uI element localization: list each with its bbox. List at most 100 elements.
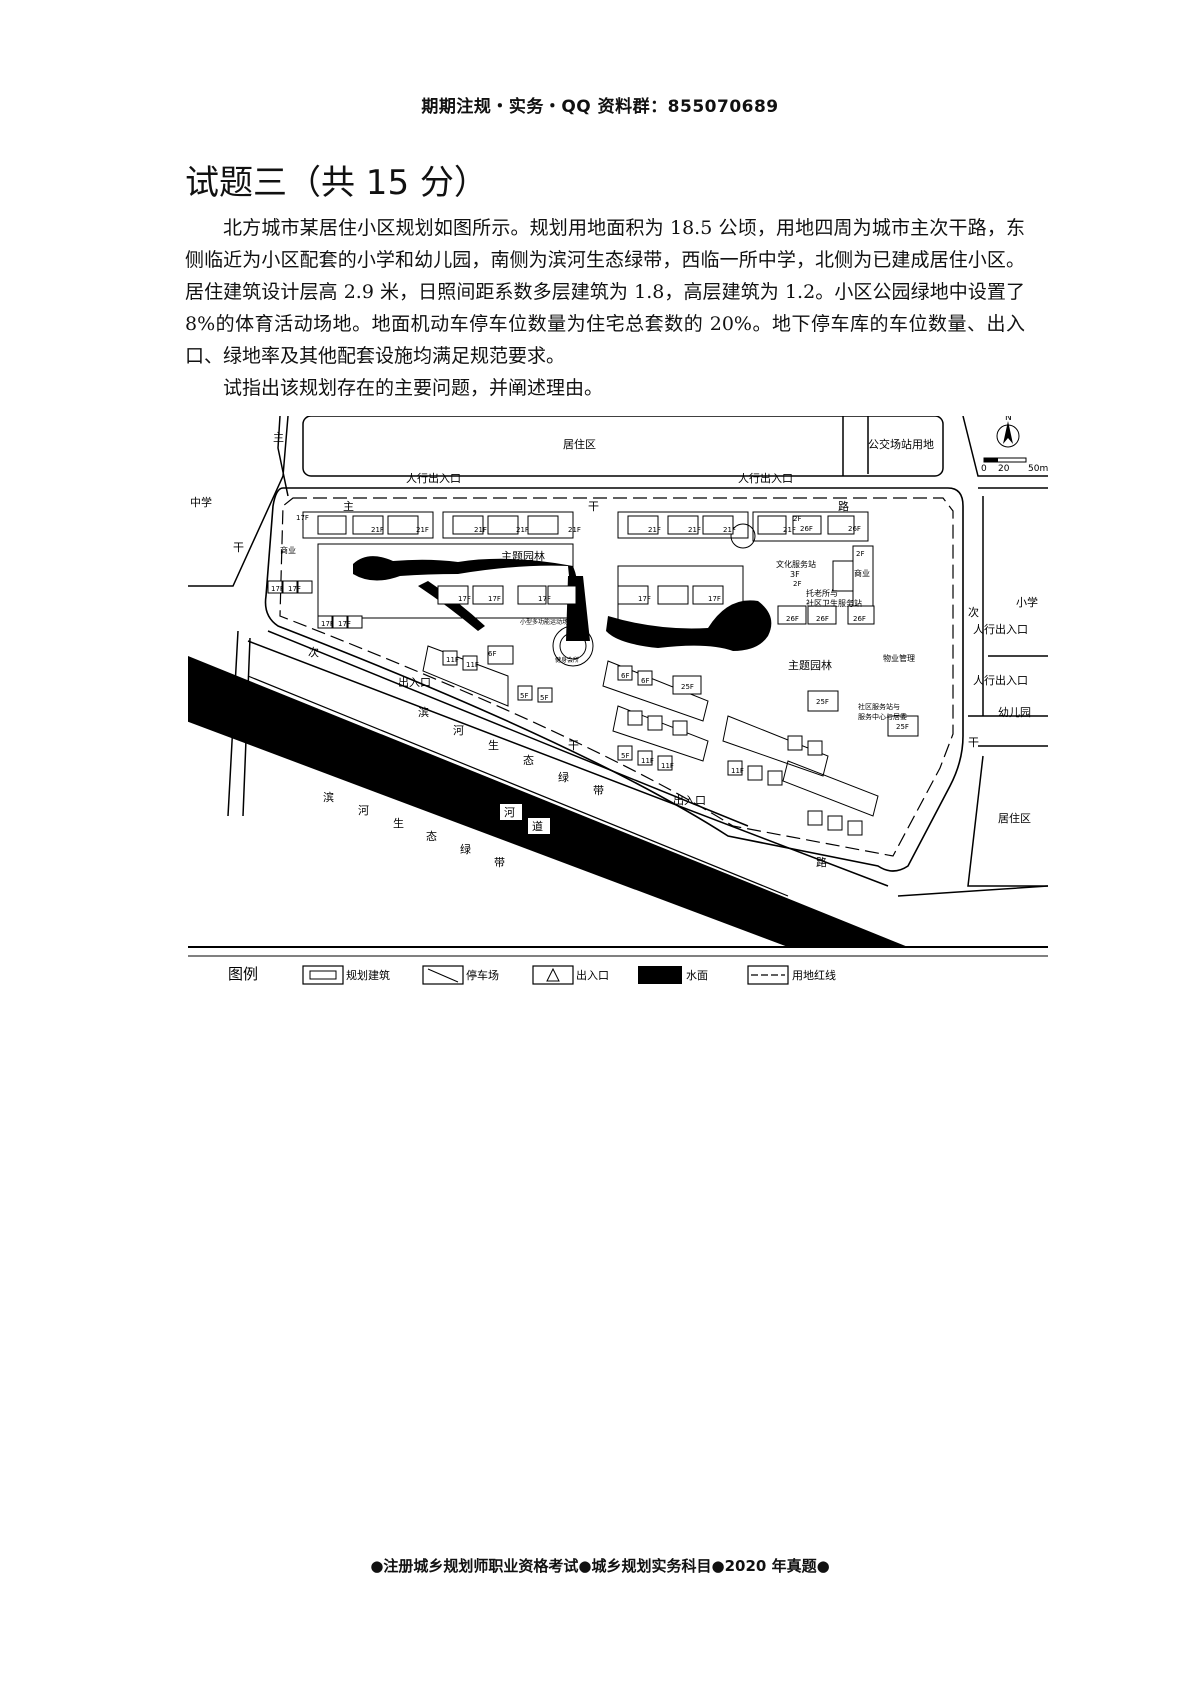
- legend-building: 规划建筑: [346, 968, 390, 982]
- green-lower-2: 河: [358, 804, 369, 817]
- label-nursery: 托老所与: [806, 588, 838, 598]
- question-body: 北方城市某居住小区规划如图所示。规划用地面积为 18.5 公顷，用地四周为城市主…: [185, 212, 1025, 404]
- page-header: 期期注规・实务・QQ 资料群：855070689: [421, 97, 779, 117]
- floor-21f-9: 21F: [783, 526, 796, 534]
- label-service-center: 服务中心与居委: [858, 712, 907, 721]
- floor-17f-7: 17F: [288, 585, 301, 593]
- label-fitness: 健身会所: [555, 656, 579, 664]
- floor-21f-1: 21F: [371, 526, 384, 534]
- floor-17f-6: 17F: [271, 585, 284, 593]
- label-theme-garden-3: 主题园林: [788, 658, 832, 672]
- floor-25f-2: 25F: [816, 698, 829, 706]
- river-char-1: 河: [504, 806, 515, 819]
- floor-25f-1: 25F: [681, 683, 694, 691]
- floor-26f-1: 26F: [800, 525, 813, 533]
- floor-17f-9: 17F: [338, 620, 351, 628]
- label-sports: 小型多功能运动场: [520, 618, 568, 626]
- legend-parking: 停车场: [466, 968, 499, 982]
- floor-2f-2: 2F: [856, 550, 864, 558]
- page-footer: ●注册城乡规划师职业资格考试●城乡规划实务科目●2020 年真题●: [370, 1557, 830, 1575]
- question-paragraph-1: 北方城市某居住小区规划如图所示。规划用地面积为 18.5 公顷，用地四周为城市主…: [185, 217, 1025, 367]
- legend-entrance: 出入口: [576, 968, 609, 982]
- floor-6f-3: 6F: [641, 677, 649, 685]
- floor-26f-5: 26F: [853, 615, 866, 623]
- label-entry-2: 出入口: [673, 793, 706, 807]
- floor-26f-2: 26F: [848, 525, 861, 533]
- site-plan-figure: N 0 20 50m 居住区 公交场站用地 中学 小学 幼儿园 居住区 主 干 …: [188, 416, 1048, 985]
- floor-5f-2: 5F: [540, 694, 548, 702]
- label-shop-1: 商业: [280, 545, 296, 555]
- floor-2f-3: 2F: [793, 580, 801, 588]
- floor-21f-3: 21F: [474, 526, 487, 534]
- road-south-2: 河: [453, 724, 464, 737]
- label-culture-station: 文化服务站: [776, 559, 816, 569]
- label-ped-entry-2: 人行出入口: [738, 471, 793, 485]
- floor-17f-1: 17F: [458, 595, 471, 603]
- label-culture-floors: 3F: [790, 570, 800, 579]
- road-south-3: 生: [488, 738, 499, 752]
- floor-11f-1: 11F: [446, 656, 459, 664]
- area-residential-east: 居住区: [998, 811, 1031, 825]
- legend-redline: 用地红线: [792, 968, 836, 982]
- north-arrow-icon: [996, 421, 1020, 448]
- label-shop-2: 商业: [854, 568, 870, 578]
- scale-0: 0: [981, 464, 987, 474]
- floor-11f-3: 11F: [641, 757, 654, 765]
- area-bus-depot: 公交场站用地: [868, 437, 934, 451]
- road-east-sec-2: 干: [968, 736, 979, 749]
- road-west-sec-1: 次: [308, 645, 319, 659]
- buildings-row-north: [317, 515, 855, 535]
- question-title: 试题三（共 15 分）: [185, 163, 488, 203]
- floor-21f-4: 21F: [516, 526, 529, 534]
- green-lower-3: 生: [393, 816, 404, 830]
- floor-26f-4: 26F: [816, 615, 829, 623]
- green-lower-4: 态: [426, 830, 437, 843]
- road-south-4: 态: [523, 754, 534, 767]
- floor-5f-3: 5F: [621, 752, 629, 760]
- park-pond: [353, 556, 578, 616]
- area-residential-north: 居住区: [563, 437, 596, 451]
- legend-title: 图例: [228, 965, 258, 983]
- legend-water-swatch: [638, 966, 682, 984]
- floor-6f-1: 6F: [488, 650, 496, 658]
- floor-21f-7: 21F: [688, 526, 701, 534]
- floor-17f-3: 17F: [538, 595, 551, 603]
- scale-50m: 50m: [1028, 464, 1048, 474]
- road-north-3: 路: [838, 500, 849, 513]
- floor-26f-3: 26F: [786, 615, 799, 623]
- floor-11f-2: 11F: [466, 661, 479, 669]
- floor-11f-5: 11F: [731, 767, 744, 775]
- label-community-service: 社区服务站与: [858, 702, 900, 711]
- label-clinic: 社区卫生服务站: [806, 598, 862, 608]
- road-south-5: 干: [568, 739, 579, 752]
- floor-17f-4: 17F: [638, 595, 651, 603]
- floor-17f-5: 17F: [708, 595, 721, 603]
- legend-water: 水面: [686, 969, 708, 982]
- road-west-2: 干: [233, 541, 244, 554]
- green-lower-5: 绿: [460, 842, 471, 856]
- road-south-6: 路: [816, 856, 827, 869]
- label-theme-garden-2: 主题园林: [650, 630, 694, 644]
- floor-6f-2: 6F: [621, 672, 629, 680]
- floor-5f-1: 5F: [520, 692, 528, 700]
- north-label: N: [1005, 416, 1012, 423]
- floor-21f-5: 21F: [568, 526, 581, 534]
- green-lower-6: 带: [494, 856, 505, 869]
- floor-11f-4: 11F: [661, 762, 674, 770]
- road-west-1: 主: [273, 431, 284, 444]
- buildings-row-south: [442, 645, 919, 836]
- floor-17f-2: 17F: [488, 595, 501, 603]
- floor-21f-6: 21F: [648, 526, 661, 534]
- floor-21f-8: 21F: [723, 526, 736, 534]
- green-upper-5: 绿: [558, 770, 569, 784]
- green-upper-6: 带: [593, 784, 604, 797]
- road-south-1: 滨: [418, 705, 429, 719]
- road-north-2: 干: [588, 500, 599, 513]
- area-middle-school: 中学: [190, 495, 212, 509]
- green-lower-1: 滨: [323, 790, 334, 804]
- question-paragraph-2: 试指出该规划存在的主要问题，并阐述理由。: [223, 377, 604, 399]
- river-char-2: 道: [532, 819, 543, 833]
- label-entry-1: 出入口: [398, 675, 431, 689]
- area-primary-school: 小学: [1016, 595, 1038, 609]
- buildings-row-middle: [267, 545, 875, 629]
